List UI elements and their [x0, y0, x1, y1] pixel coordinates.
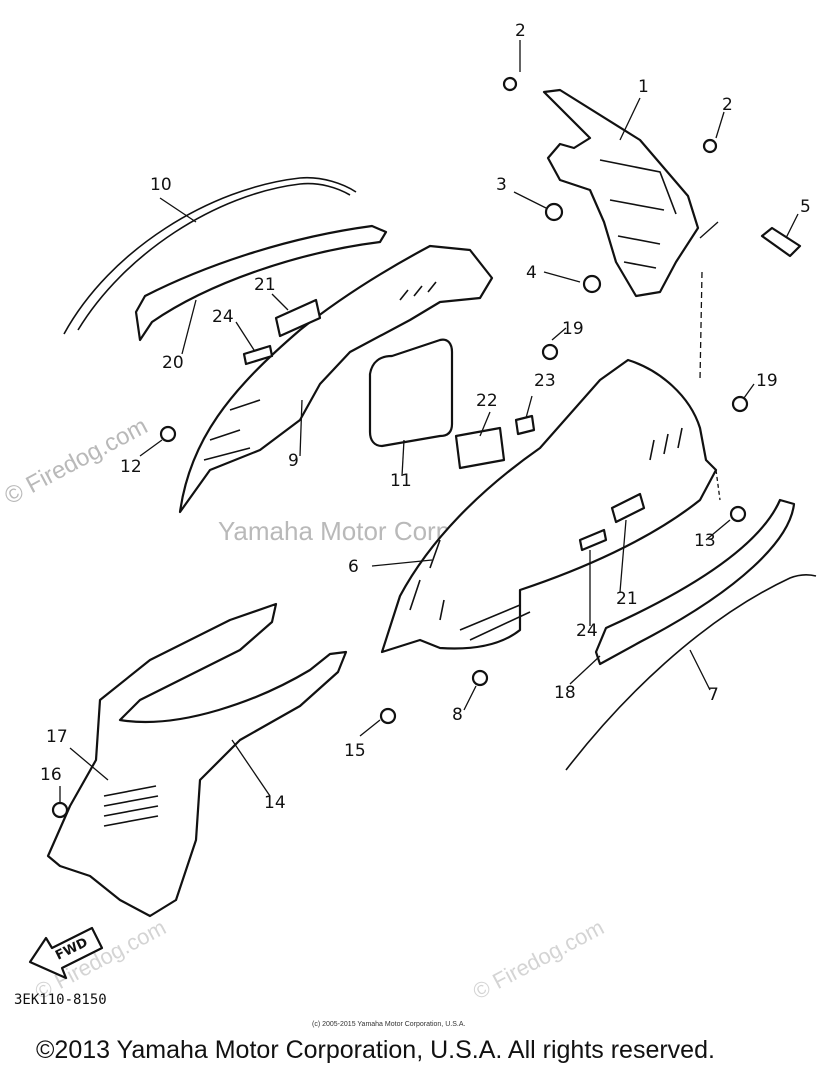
callout-18: 18	[554, 683, 576, 703]
front-lower-cover-14	[46, 602, 348, 918]
right-side-cover-6	[380, 358, 718, 654]
trim-strip-7	[565, 573, 817, 771]
sticker-22	[454, 426, 506, 470]
callouts: 1 2 2 3 4 5 6 7 8 9 10 11 12 13 14 15 16…	[40, 21, 811, 813]
screw-12	[159, 425, 177, 443]
right-side-cover-6-vents	[409, 427, 683, 641]
front-lower-cover-14-vents	[103, 785, 159, 827]
emblem-21-upper	[274, 298, 322, 338]
callout-4: 4	[526, 263, 537, 283]
callout-17: 17	[46, 727, 68, 747]
left-side-cover-9	[178, 244, 494, 514]
callout-2b: 2	[722, 95, 733, 115]
callout-13: 13	[694, 531, 716, 551]
callout-2a: 2	[515, 21, 526, 41]
emblem-21-lower	[610, 492, 646, 524]
callout-21a: 21	[254, 275, 276, 295]
watermark-firedog-bottom-right: © Firedog.com	[469, 914, 608, 1004]
callout-11: 11	[390, 471, 412, 491]
callout-5: 5	[800, 197, 811, 217]
drawing-code: 3EK110-8150	[14, 992, 107, 1008]
callout-20: 20	[162, 353, 184, 373]
callout-3: 3	[496, 175, 507, 195]
leader-lines	[59, 40, 799, 802]
bolt-2-right	[702, 138, 718, 154]
rear-bracket-1-detail	[599, 159, 677, 269]
screw-13	[729, 505, 747, 523]
callout-7: 7	[708, 685, 719, 705]
callout-24a: 24	[212, 307, 234, 327]
screw-16	[51, 801, 69, 819]
callout-6: 6	[348, 557, 359, 577]
callout-14: 14	[264, 793, 286, 813]
callout-9: 9	[288, 451, 299, 471]
nut-3	[544, 202, 564, 222]
callout-19b: 19	[756, 371, 778, 391]
bolt-2-left	[502, 76, 518, 92]
copyright-main: ©2013 Yamaha Motor Corporation, U.S.A. A…	[36, 1036, 715, 1064]
lower-rail-18	[594, 498, 796, 666]
callout-16: 16	[40, 765, 62, 785]
tag-5	[760, 226, 802, 258]
callout-8: 8	[452, 705, 463, 725]
screw-15	[379, 707, 397, 725]
left-side-cover-9-vents	[203, 281, 437, 461]
screw-19-right	[731, 395, 749, 413]
callout-12: 12	[120, 457, 142, 477]
callout-19a: 19	[562, 319, 584, 339]
sticker-24-lower	[578, 528, 608, 552]
rear-bracket-1	[542, 88, 700, 298]
copyright-small: (c) 2005-2015 Yamaha Motor Corporation, …	[312, 1021, 465, 1028]
callout-21b: 21	[616, 589, 638, 609]
fasteners	[51, 76, 749, 819]
sticker-24-upper	[242, 344, 274, 366]
clip-4	[582, 274, 602, 294]
inner-rail-20	[134, 224, 388, 342]
pad-11	[368, 338, 454, 448]
callout-15: 15	[344, 741, 366, 761]
trim-strip-10	[63, 176, 357, 335]
callout-10: 10	[150, 175, 172, 195]
screw-19-upper	[541, 343, 559, 361]
sticker-23	[514, 414, 536, 436]
callout-23: 23	[534, 371, 556, 391]
callout-22: 22	[476, 391, 498, 411]
callout-24b: 24	[576, 621, 598, 641]
screw-8	[471, 669, 489, 687]
trim-strip-10-inner	[77, 182, 351, 331]
callout-1: 1	[638, 77, 649, 97]
